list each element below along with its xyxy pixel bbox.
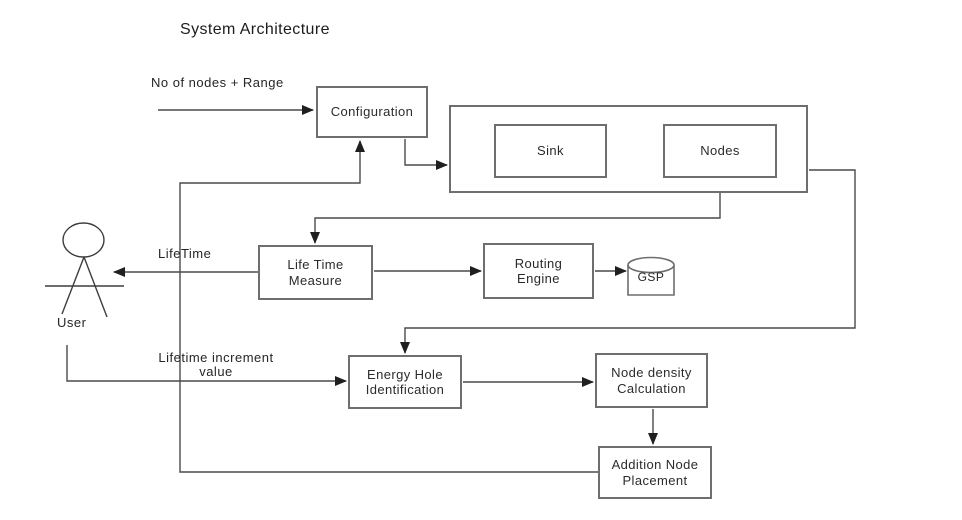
edge-configuration-to-network [404, 139, 448, 170]
actor-right-leg [83, 256, 108, 318]
lifetime-increment-edge-label: Lifetime increment value [158, 350, 274, 380]
gsp-cylinder-top [627, 256, 675, 274]
routing-engine-box: Routing Engine [483, 243, 594, 299]
gsp-cylinder-body [627, 265, 675, 296]
gsp-cylinder [627, 256, 675, 296]
lifetime-edge-label: LifeTime [158, 246, 212, 261]
user-actor-figure [45, 222, 124, 318]
diagram-title: System Architecture [180, 21, 330, 38]
gsp-label: GSP [637, 270, 665, 284]
edge-network-to-energy-hole [400, 169, 856, 354]
life-time-measure-box: Life Time Measure [258, 245, 373, 300]
configuration-box: Configuration [316, 86, 428, 138]
input-edge-label: No of nodes + Range [151, 75, 284, 90]
actor-head [62, 222, 105, 258]
edge-nodes-to-lifetime-measure [310, 179, 721, 244]
edge-addition-node-to-configuration [179, 140, 598, 473]
edge-user-to-energy-hole [66, 345, 347, 386]
addition-node-placement-box: Addition Node Placement [598, 446, 712, 499]
sink-box: Sink [494, 124, 607, 178]
node-density-calculation-box: Node density Calculation [595, 353, 708, 408]
user-actor-label: User [57, 315, 87, 330]
energy-hole-identification-box: Energy Hole Identification [348, 355, 462, 409]
nodes-box: Nodes [663, 124, 777, 178]
